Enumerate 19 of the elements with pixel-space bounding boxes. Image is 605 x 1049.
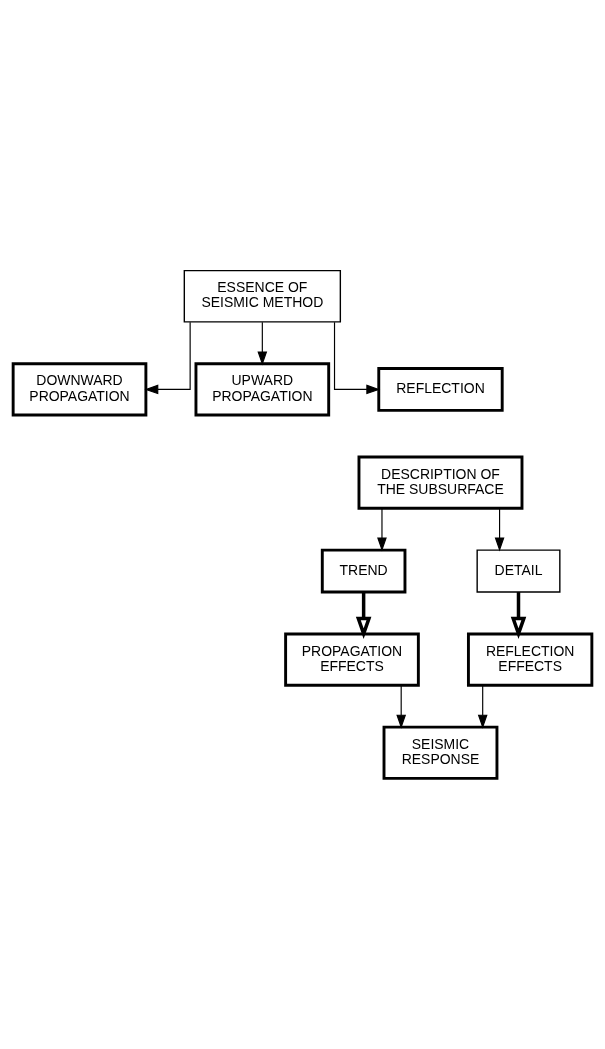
arrow xyxy=(494,508,505,552)
node-box: SEISMIC RESPONSE xyxy=(382,725,499,780)
arrow xyxy=(377,508,387,552)
arrow xyxy=(257,321,268,366)
node-box: REFLECTION xyxy=(377,367,504,412)
arrow xyxy=(396,684,407,729)
node-box: PROPAGATION EFFECTS xyxy=(284,632,420,687)
node-box: ESSENCE OF SEISMIC METHOD xyxy=(183,269,342,323)
arrow xyxy=(333,321,381,395)
arrow xyxy=(477,684,488,729)
node-box: DOWNWARD PROPAGATION xyxy=(11,362,148,417)
node-box: REFLECTION EFFECTS xyxy=(466,632,594,687)
arrow xyxy=(355,592,372,639)
arrow xyxy=(144,321,191,395)
node-box: UPWARD PROPAGATION xyxy=(194,362,331,417)
node-box: TREND xyxy=(320,548,407,594)
node-box: DESCRIPTION OF THE SUBSURFACE xyxy=(357,455,524,510)
arrow xyxy=(510,592,527,639)
node-box: DETAIL xyxy=(476,549,561,593)
